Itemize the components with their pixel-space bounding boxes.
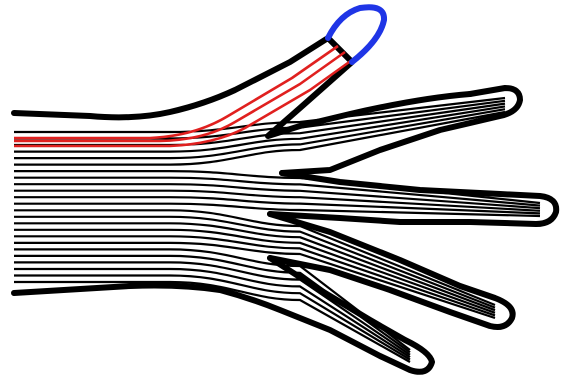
highlighted-fingertip: [328, 7, 384, 62]
fiber-line: [14, 282, 410, 362]
palm-top-edge: [14, 38, 328, 117]
hand-outline: [14, 38, 556, 372]
fiber-line: [14, 249, 410, 350]
